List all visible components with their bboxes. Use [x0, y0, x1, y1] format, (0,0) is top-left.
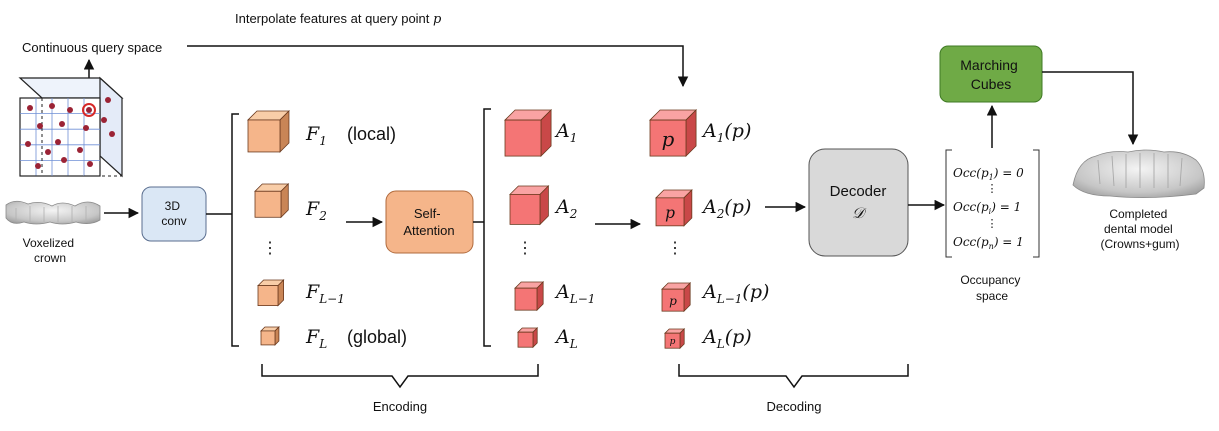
query-cube-4: p [664, 328, 686, 350]
svg-text:Decoder: Decoder [830, 183, 887, 200]
decoding-label: Decoding [767, 399, 822, 414]
voxel-dot [87, 161, 93, 167]
cube-p-label: p [669, 294, 677, 308]
occupancy-matrix: Occ(p1) = 0 ⋮ Occ(pi) = 1 ⋮ Occ(pn) = 1 [945, 149, 1040, 258]
feature-label-2: F2 [305, 198, 327, 223]
attention-label-l-1: AL−1 [554, 281, 595, 306]
feature-label-l: FL (global) [305, 326, 407, 351]
attention-bracket [483, 108, 491, 347]
attention-cube-1 [504, 109, 553, 158]
query-cube-2: p [655, 189, 693, 227]
svg-text:𝒟: 𝒟 [852, 204, 867, 222]
query-label-1: A1(p) [701, 120, 751, 145]
completed-label: Completed dental model (Crowns+gum) [1100, 207, 1179, 251]
voxel-dot [83, 125, 89, 131]
query-vdots: ⋮ [667, 240, 683, 257]
voxel-dot [25, 141, 31, 147]
attention-label-l: AL [554, 326, 578, 351]
feature-cube-2 [254, 183, 290, 219]
voxel-dot [45, 149, 51, 155]
voxel-dot [101, 117, 107, 123]
conv-3d-box: 3D conv [141, 186, 207, 242]
svg-text:Occ(pn) = 1: Occ(pn) = 1 [953, 235, 1024, 251]
feature-label-1: F1 (local) [305, 123, 396, 148]
query-cube-3: p [661, 282, 692, 313]
svg-text:F1: F1 [305, 123, 327, 148]
query-space-label: Continuous query space [22, 40, 162, 55]
voxel-dot [67, 107, 73, 113]
attention-label-1: A1 [554, 120, 577, 145]
cube-p-label: p [662, 128, 675, 151]
voxel-dot [55, 139, 61, 145]
encoding-brace [261, 364, 539, 389]
svg-text:A1(p): A1(p) [701, 120, 751, 145]
voxel-dot [37, 123, 43, 129]
svg-text:3D conv: 3D conv [161, 199, 186, 228]
svg-text:⋮: ⋮ [987, 218, 998, 230]
svg-text:A1: A1 [554, 120, 577, 145]
voxel-dot [77, 147, 83, 153]
query-arrow [187, 45, 689, 88]
query-point-marker [82, 103, 96, 117]
svg-text:A2: A2 [554, 196, 577, 221]
svg-text:AL−1(p): AL−1(p) [701, 281, 769, 306]
query-label-l-1: AL−1(p) [701, 281, 769, 306]
query-cube-1: p [649, 109, 698, 158]
voxel-dot [61, 157, 67, 163]
voxel-dot [49, 103, 55, 109]
svg-text:AL: AL [554, 326, 578, 351]
self-attention-box: Self- Attention [385, 190, 474, 254]
voxel-dot [27, 105, 33, 111]
svg-text:AL−1: AL−1 [554, 281, 595, 306]
feature-bracket [231, 113, 239, 347]
feature-vdots: ⋮ [262, 240, 278, 257]
svg-text:Self- Attention: Self- Attention [403, 206, 454, 238]
query-label-l: AL(p) [701, 326, 752, 351]
voxel-dot [35, 163, 41, 169]
voxel-dot [105, 97, 111, 103]
svg-text:A2(p): A2(p) [701, 196, 751, 221]
decoding-brace [678, 364, 909, 389]
attention-cube-4 [517, 327, 539, 349]
svg-text:(local): (local) [347, 124, 396, 144]
interpolate-label: Interpolate features at query point p [235, 11, 442, 27]
voxelized-crown-image [5, 200, 101, 225]
svg-text:Marching Cubes: Marching Cubes [960, 57, 1021, 92]
svg-text:FL−1: FL−1 [305, 281, 345, 306]
svg-text:(global): (global) [347, 327, 407, 347]
svg-text:Occ(pi) = 1: Occ(pi) = 1 [953, 200, 1021, 216]
query-label-2: A2(p) [701, 196, 751, 221]
svg-text:Occ(p1) = 0: Occ(p1) = 0 [953, 166, 1024, 182]
svg-text:AL(p): AL(p) [701, 326, 752, 351]
feature-cube-1 [247, 110, 290, 153]
svg-text:F2: F2 [305, 198, 327, 223]
svg-text:⋮: ⋮ [987, 183, 998, 195]
voxelized-label: Voxelized crown [23, 236, 78, 265]
cube-p-label: p [670, 337, 676, 347]
voxel-dot [59, 121, 65, 127]
attention-cube-2 [509, 185, 550, 226]
feature-cube-3 [257, 279, 285, 307]
marching-cubes-box: Marching Cubes [939, 45, 1043, 103]
cube-p-label: p [665, 204, 675, 222]
svg-text:FL: FL [305, 326, 327, 351]
occupancy-label: Occupancy space [960, 273, 1023, 303]
attention-label-2: A2 [554, 196, 577, 221]
decoder-box: Decoder 𝒟 [808, 148, 909, 257]
attention-vdots: ⋮ [517, 240, 533, 257]
attention-cube-3 [514, 281, 545, 312]
voxel-dot [109, 131, 115, 137]
dental-model-image [1072, 149, 1205, 198]
feature-cube-4 [260, 326, 280, 346]
encoding-label: Encoding [373, 399, 427, 414]
voxel-grid-cube [18, 76, 124, 178]
feature-label-l-1: FL−1 [305, 281, 345, 306]
